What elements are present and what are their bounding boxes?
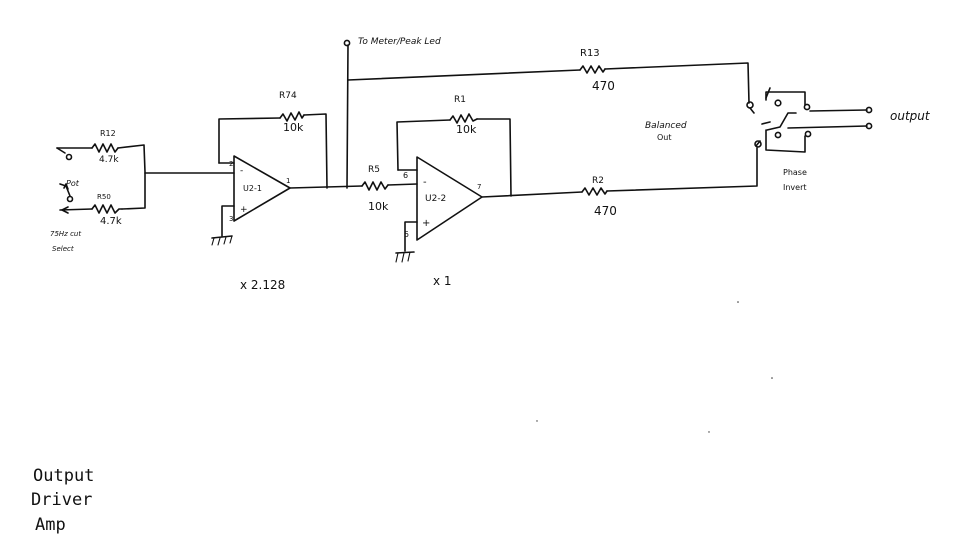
terminals xyxy=(56,39,873,214)
to-meter-label: To Meter/Peak Led xyxy=(358,37,441,47)
r1-value: 10k xyxy=(456,123,477,136)
pot-terminal xyxy=(66,195,74,203)
r5-value: 10k xyxy=(368,200,389,213)
balanced-out-line-1: Balanced xyxy=(645,121,687,131)
output-terminal-2 xyxy=(865,122,873,130)
ground-symbol-u2-2 xyxy=(395,251,415,263)
r50-name: R50 xyxy=(97,193,111,201)
title-line-3: Amp xyxy=(35,515,66,535)
meter-terminal xyxy=(343,39,351,47)
u2-1-plus: + xyxy=(240,205,248,215)
r74-value: 10k xyxy=(283,121,304,134)
switch-terminal-bottom xyxy=(754,140,762,148)
resistor-r5 xyxy=(361,181,389,191)
switch-terminal-top xyxy=(746,101,754,109)
wires xyxy=(56,44,868,252)
output-label: output xyxy=(890,109,931,123)
r12-name: R12 xyxy=(100,129,116,138)
title-block: Output Driver Amp xyxy=(31,466,94,535)
u2-1-pin-1: 1 xyxy=(286,177,290,185)
resistor-r50 xyxy=(91,204,123,214)
r2-name: R2 xyxy=(592,176,604,186)
u2-2-plus: + xyxy=(422,218,430,229)
resistor-r1 xyxy=(449,113,478,124)
scan-specks xyxy=(536,301,773,433)
gain-label-stage-1: x 2.128 xyxy=(240,278,285,292)
u2-2-label: U2-2 xyxy=(425,194,446,204)
phase-invert-line-2: Invert xyxy=(783,183,807,192)
phase-invert-line-1: Phase xyxy=(783,168,807,177)
pot-wiper-arrow xyxy=(59,183,71,197)
select-label-line-1: 75Hz cut xyxy=(50,230,81,238)
balanced-out-line-2: Out xyxy=(657,133,672,142)
resistor-r2 xyxy=(581,187,608,196)
u2-2-pin-6: 6 xyxy=(403,171,408,180)
r50-value: 4.7k xyxy=(100,216,122,227)
u2-1-minus: - xyxy=(240,166,243,176)
u2-1-pin-2: 2 xyxy=(229,160,233,168)
r1-name: R1 xyxy=(454,95,466,105)
r12-value: 4.7k xyxy=(99,155,119,165)
resistor-r13 xyxy=(579,65,606,74)
u2-2-pin-7: 7 xyxy=(477,183,481,191)
r74-name: R74 xyxy=(279,91,297,101)
r2-value: 470 xyxy=(594,204,617,218)
u2-2-pin-5: 5 xyxy=(404,230,409,239)
r5-name: R5 xyxy=(368,165,380,175)
resistor-r12 xyxy=(91,143,119,153)
r13-value: 470 xyxy=(592,79,615,93)
r13-name: R13 xyxy=(580,48,600,59)
u2-1-label: U2-1 xyxy=(243,184,262,193)
resistor-r74 xyxy=(279,111,305,122)
u2-2-minus: - xyxy=(423,177,427,188)
labels: To Meter/Peak Led R13 470 R74 10k R1 10k… xyxy=(50,37,931,292)
u2-1-pin-3: 3 xyxy=(229,215,233,223)
input-terminal-1 xyxy=(65,153,73,161)
select-label-line-2: Select xyxy=(52,245,74,253)
title-line-1: Output xyxy=(33,466,94,486)
output-terminal-1 xyxy=(865,106,873,114)
pot-label: Pot xyxy=(66,179,80,188)
ground-symbol-u2-1 xyxy=(211,235,233,246)
opamp-u2-2 xyxy=(416,156,483,241)
opamp-u2-1 xyxy=(233,155,291,222)
title-line-2: Driver xyxy=(31,490,92,510)
gain-label-stage-2: x 1 xyxy=(433,274,452,288)
